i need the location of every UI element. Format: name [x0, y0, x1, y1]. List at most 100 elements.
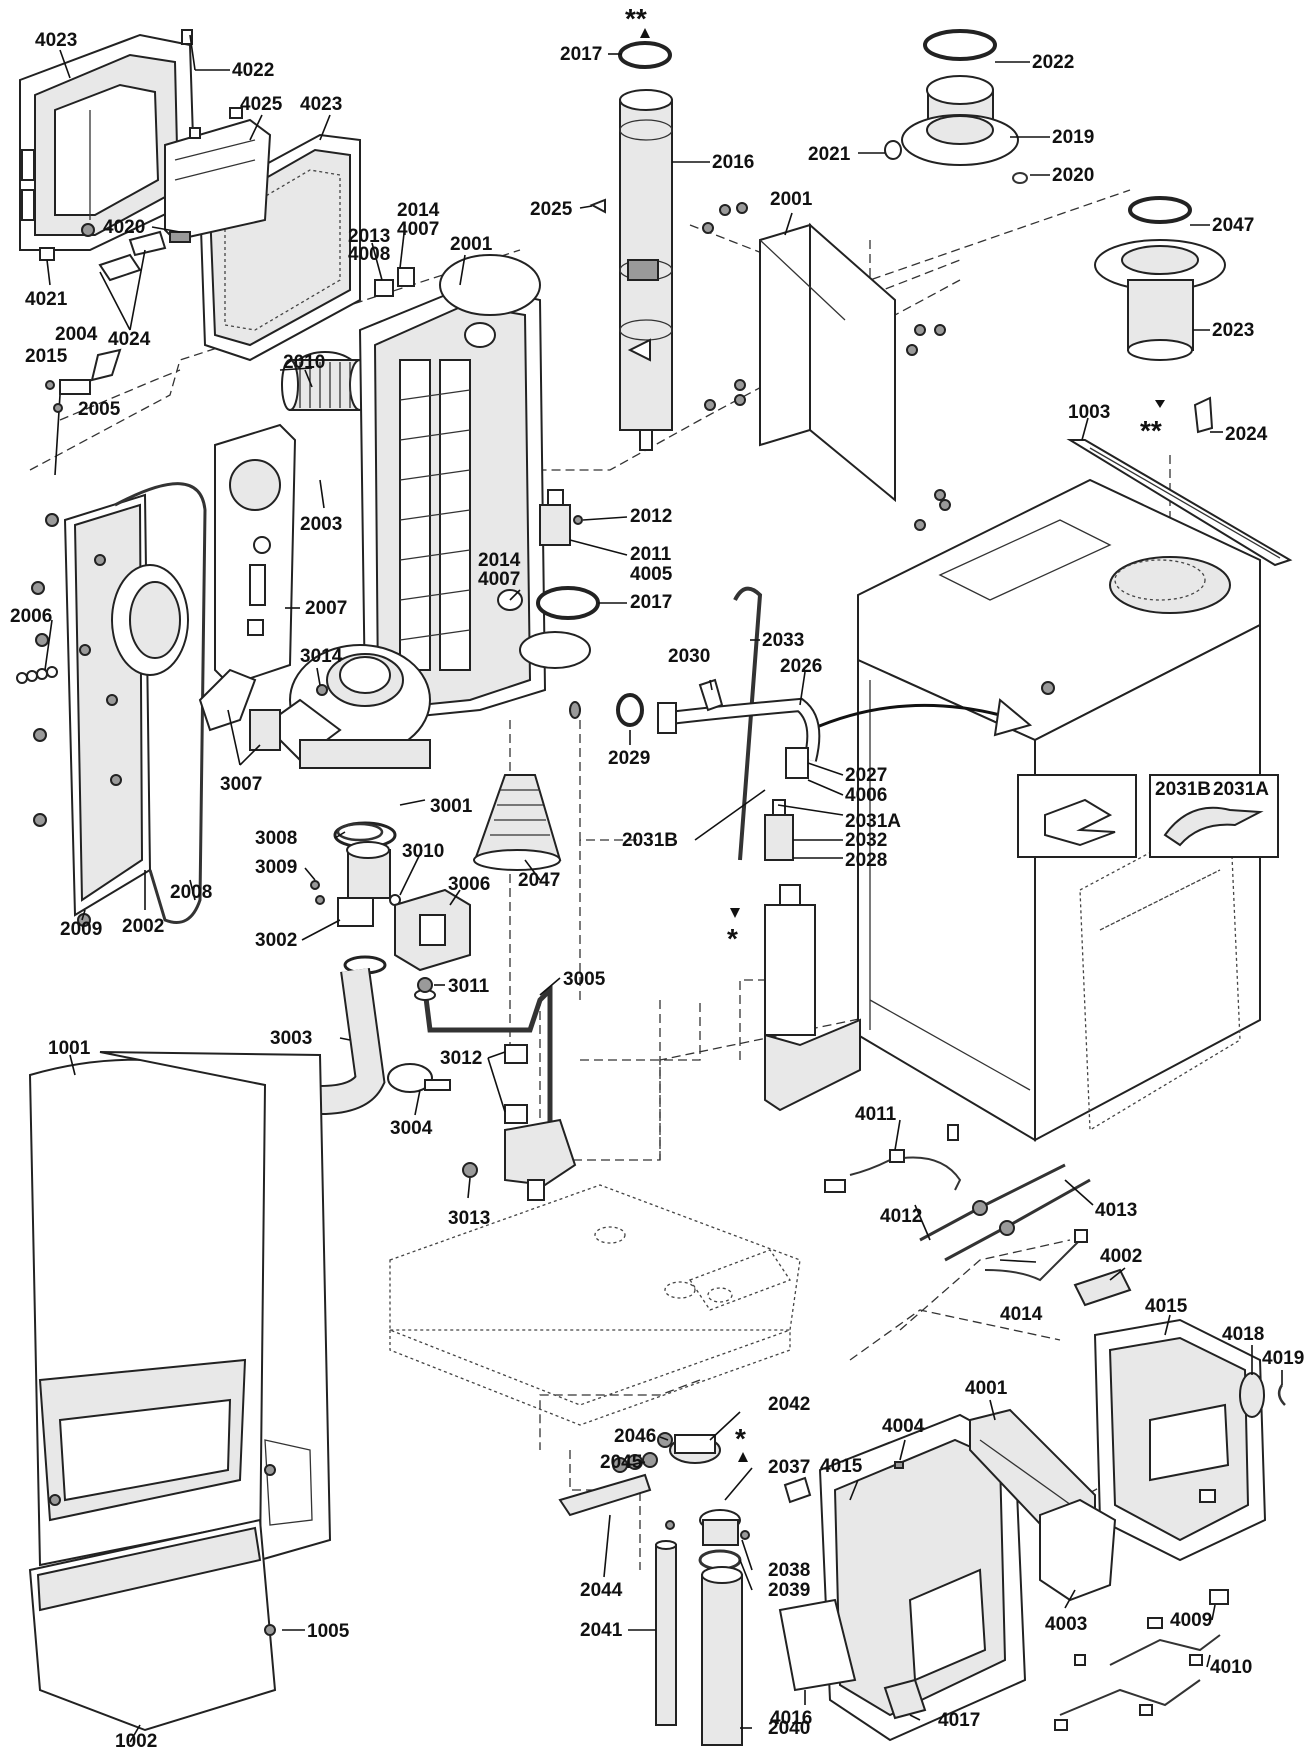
label-4001: 4001 [965, 1378, 1008, 1399]
label-4011: 4011 [855, 1104, 897, 1125]
label-2009: 2009 [60, 919, 102, 940]
bracket-3004 [387, 1063, 451, 1093]
label-2007: 2007 [305, 598, 347, 619]
label-4019: 4019 [1262, 1348, 1304, 1369]
control-box-4015-right [1093, 1318, 1267, 1562]
label-2020: 2020 [1052, 165, 1094, 186]
part-number-labels: 4023 4022 4025 4023 4020 4021 4024 2004 … [10, 30, 1304, 1752]
label-1005: 1005 [307, 1621, 350, 1642]
label-2019: 2019 [1052, 127, 1094, 148]
fixing-nuts-2006 [16, 513, 91, 927]
marker-single-mid: * [727, 923, 738, 954]
label-3010: 3010 [402, 841, 444, 862]
label-2031a: 2031A [845, 811, 901, 832]
gas-valve-3006 [394, 888, 471, 972]
label-4020: 4020 [103, 217, 145, 238]
label-4018: 4018 [1222, 1324, 1264, 1345]
label-2039: 2039 [768, 1580, 810, 1601]
label-2028: 2028 [845, 850, 887, 871]
label-2031b: 2031B [622, 830, 678, 851]
label-2032: 2032 [845, 830, 887, 851]
pointer-arrow [809, 703, 1001, 732]
label-4003: 4003 [1045, 1614, 1087, 1635]
label-2031b-box: 2031B [1155, 779, 1211, 800]
label-3008: 3008 [255, 828, 297, 849]
label-2001-exchanger: 2001 [450, 234, 493, 255]
label-2024: 2024 [1225, 424, 1268, 445]
label-2038: 2038 [768, 1560, 810, 1581]
label-2021: 2021 [808, 144, 851, 165]
label-2003: 2003 [300, 514, 342, 535]
venturi-3002 [310, 821, 401, 927]
front-panel-1001 [28, 1051, 332, 1567]
clips-3012 [504, 1044, 528, 1124]
gas-pipe-3005 [414, 983, 577, 1201]
flue-adapter-2023 [1094, 196, 1226, 361]
fan-3001 [263, 644, 431, 769]
label-2040: 2040 [768, 1718, 810, 1739]
label-4025: 4025 [240, 94, 283, 115]
label-4009: 4009 [1170, 1610, 1212, 1631]
label-4005: 4005 [630, 564, 673, 585]
label-2047-mid: 2047 [518, 870, 560, 891]
label-3002: 3002 [255, 930, 297, 951]
clip-detail-box-2031a [1149, 774, 1279, 858]
switch-4017 [883, 1678, 927, 1720]
label-3005: 3005 [563, 969, 606, 990]
control-box-rear-frame [19, 33, 197, 251]
marker-double-right: ** [1140, 415, 1162, 446]
label-4015-left: 4015 [820, 1456, 863, 1477]
marker-single-bottom: * [735, 1423, 746, 1454]
label-2005: 2005 [78, 399, 121, 420]
label-3012: 3012 [440, 1048, 482, 1069]
label-2023: 2023 [1212, 320, 1254, 341]
label-2002: 2002 [122, 916, 164, 937]
connection-markers: ** ** * * [625, 3, 1165, 1462]
label-3013: 3013 [448, 1208, 490, 1229]
label-1001: 1001 [48, 1038, 91, 1059]
label-2013: 2013 [348, 226, 390, 247]
label-4006: 4006 [845, 785, 887, 806]
flue-pipe-2016 [589, 41, 673, 451]
label-4021: 4021 [25, 289, 68, 310]
label-2029: 2029 [608, 748, 650, 769]
label-3004: 3004 [390, 1118, 433, 1139]
label-3001: 3001 [430, 796, 473, 817]
label-2011: 2011 [630, 544, 672, 565]
marker-double-top: ** [625, 3, 647, 34]
air-intake-3007 [198, 668, 281, 751]
label-4022: 4022 [232, 60, 274, 81]
clip-2024 [1193, 396, 1214, 434]
clip-detail-box-2031b [1017, 774, 1137, 858]
screw-3014 [316, 684, 328, 696]
label-2046: 2046 [614, 1426, 656, 1447]
washer-3013 [462, 1162, 478, 1178]
label-2012: 2012 [630, 506, 672, 527]
label-2001-panel: 2001 [770, 189, 813, 210]
label-4015-right: 4015 [1145, 1296, 1188, 1317]
label-4012: 4012 [880, 1206, 922, 1227]
siphon-2027-2032-2028 [764, 747, 861, 1112]
label-4010: 4010 [1210, 1657, 1252, 1678]
display-4003 [1039, 1498, 1117, 1602]
label-4016: 4016 [770, 1708, 812, 1729]
label-3007: 3007 [220, 774, 262, 795]
label-2004: 2004 [55, 324, 98, 345]
label-4007-top: 4007 [397, 219, 439, 240]
label-2037: 2037 [768, 1457, 810, 1478]
base-plate [389, 1184, 801, 1426]
small-parts-4004-2037 [783, 1461, 904, 1504]
label-4023-top-right: 4023 [300, 94, 342, 115]
cable-harnesses [824, 1124, 1229, 1731]
label-2033: 2033 [762, 630, 804, 651]
flue-adapter-2019 [884, 29, 1028, 184]
pointer-arrowhead [993, 698, 1033, 737]
label-2047-top: 2047 [1212, 215, 1254, 236]
label-4007-mid: 4007 [478, 569, 520, 590]
label-2030: 2030 [668, 646, 710, 667]
heat-exchanger-2001 [358, 254, 591, 722]
oring-3008 [336, 822, 384, 842]
label-3014: 3014 [300, 646, 343, 667]
label-4023-top-left: 4023 [35, 30, 77, 51]
